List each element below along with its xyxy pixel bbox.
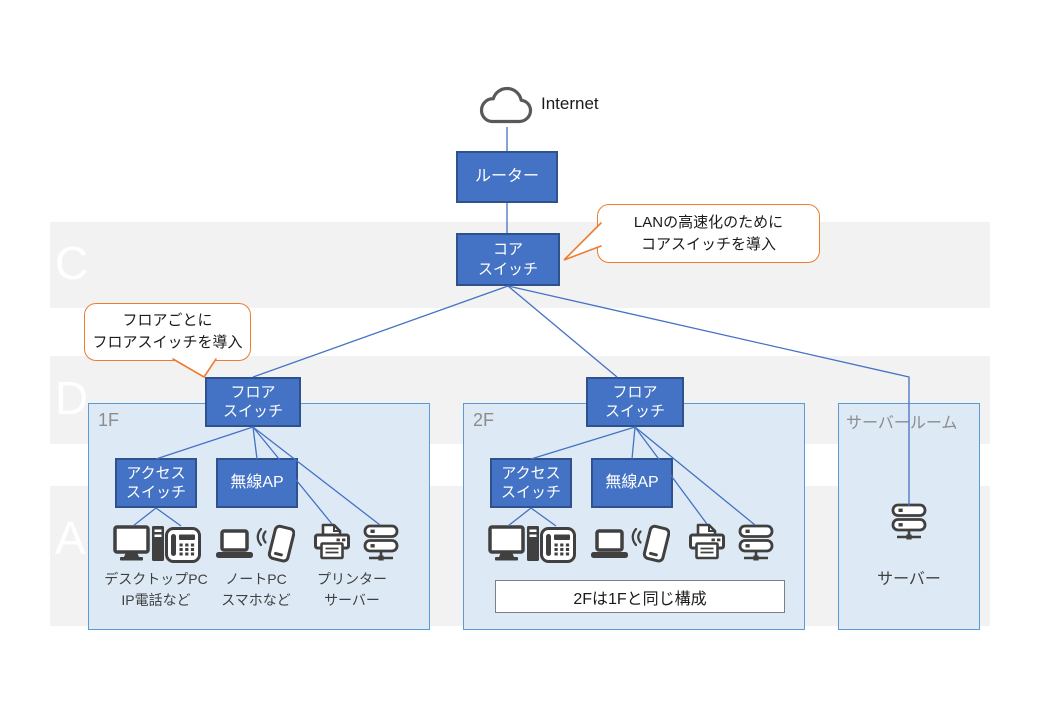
floor-switch-2f-line2: スイッチ [604, 403, 665, 420]
device-label-laptop-line1: ノートPC [225, 571, 287, 587]
band-letter-a: A [55, 512, 86, 564]
panel-label-2f: 2F [473, 410, 495, 430]
internet-label: Internet [541, 94, 599, 113]
wireless-ap-2f-label: 無線AP [605, 473, 659, 491]
wireless-ap-1f-label: 無線AP [230, 473, 284, 491]
device-label-desktop-line2: IP電話など [121, 592, 191, 608]
wireless-ap-node-1f: 無線AP [216, 458, 298, 508]
callout-floor-line2: フロアスイッチを導入 [92, 334, 243, 351]
access-switch-node-2f: アクセス スイッチ [490, 458, 572, 508]
callout-floor-line1: フロアごとに [122, 312, 213, 330]
device-label-laptop: ノートPC スマホなど [206, 569, 306, 611]
wireless-ap-node-2f: 無線AP [591, 458, 673, 508]
device-label-laptop-line2: スマホなど [221, 592, 291, 608]
device-label-printer: プリンター サーバー [302, 569, 402, 611]
router-node: ルーター [456, 151, 558, 203]
server-label: サーバー [877, 571, 941, 588]
smartphone-icon [256, 524, 295, 564]
access-switch-2f-line1: アクセス [501, 464, 561, 482]
laptop-icon [590, 529, 629, 560]
band-letter-d: D [55, 372, 89, 424]
floor-switch-1f-line2: スイッチ [222, 403, 283, 420]
access-switch-1f-line2: スイッチ [125, 484, 186, 501]
cloud-icon [479, 86, 533, 124]
core-switch-label-line2: スイッチ [477, 260, 538, 278]
device-label-printer-line1: プリンター [317, 571, 387, 587]
router-label: ルーター [474, 167, 539, 185]
device-label-printer-line2: サーバー [324, 592, 380, 608]
panel-label-1f: 1F [98, 410, 120, 430]
floor-switch-node-2f: フロア スイッチ [586, 377, 684, 427]
floor-switch-2f-line1: フロア [612, 383, 658, 401]
device-label-desktop-line1: デスクトップPC [104, 571, 208, 587]
server-icon [738, 524, 774, 562]
laptop-icon [215, 529, 254, 560]
core-switch-label-line1: コア [492, 241, 523, 258]
printer-icon [689, 523, 725, 560]
same-config-note: 2Fは1Fと同じ構成 [495, 580, 785, 613]
band-letter-c: C [55, 237, 89, 289]
device-label-desktop: デスクトップPC IP電話など [96, 569, 216, 611]
callout-core-switch: LANの高速化のために コアスイッチを導入 [597, 204, 820, 263]
server-icon [891, 503, 927, 541]
callout-core-line1: LANの高速化のために [633, 213, 784, 231]
access-switch-1f-line1: アクセス [126, 464, 186, 482]
floor-switch-1f-line1: フロア [230, 383, 276, 401]
ip-phone-icon [165, 527, 201, 563]
access-switch-2f-line2: スイッチ [500, 484, 561, 501]
server-room-label: サーバールーム [846, 415, 958, 432]
access-switch-node-1f: アクセス スイッチ [115, 458, 197, 508]
callout-floor-switch: フロアごとに フロアスイッチを導入 [84, 303, 251, 361]
desktop-pc-icon [488, 525, 540, 563]
desktop-pc-icon [113, 525, 165, 563]
ip-phone-icon [540, 527, 576, 563]
printer-icon [314, 523, 350, 560]
smartphone-icon [631, 524, 670, 564]
server-icon [363, 524, 399, 562]
core-switch-node: コア スイッチ [456, 233, 560, 286]
callout-core-line2: コアスイッチを導入 [640, 235, 776, 253]
floor-switch-node-1f: フロア スイッチ [205, 377, 301, 427]
